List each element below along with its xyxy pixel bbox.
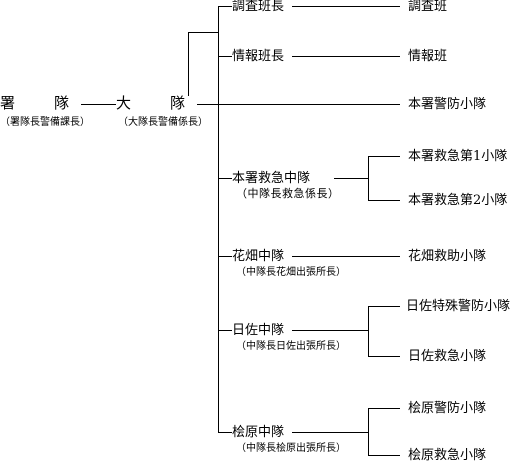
company-note: （中隊長花畑出張所長） (236, 267, 346, 278)
main-node-label: 大 隊 (116, 94, 198, 112)
unit-label: 日佐救急小隊 (408, 349, 487, 364)
direct-unit-label: 本署警防小隊 (408, 97, 487, 112)
team-label: 調査班 (408, 0, 448, 14)
team-leader-label: 情報班長 (232, 49, 285, 64)
company-label: 桧原中隊 (232, 425, 285, 440)
unit-label: 桧原警防小隊 (408, 401, 487, 416)
main-node-note: （大隊長警備係長） (118, 117, 208, 128)
team-leader-label: 調査班長 (232, 0, 285, 14)
unit-label: 本署救急第2小隊 (408, 193, 508, 208)
team-label: 情報班 (408, 49, 448, 64)
company-label: 本署救急中隊 (232, 171, 311, 186)
unit-label: 本署救急第1小隊 (408, 149, 508, 164)
unit-label: 花畑救助小隊 (408, 249, 487, 264)
company-note: （中隊長日佐出張所長） (236, 341, 346, 352)
root-node-label: 署 隊 (0, 94, 82, 112)
unit-label: 桧原救急小隊 (408, 448, 487, 463)
company-label: 日佐中隊 (232, 323, 285, 338)
company-note: （中隊長桧原出張所長） (236, 443, 346, 454)
company-label: 花畑中隊 (232, 249, 285, 264)
company-note: （中隊長救急係長） (236, 187, 340, 200)
unit-label: 日佐特殊警防小隊 (406, 299, 511, 314)
root-node-note: （署隊長警備課長） (0, 117, 90, 128)
